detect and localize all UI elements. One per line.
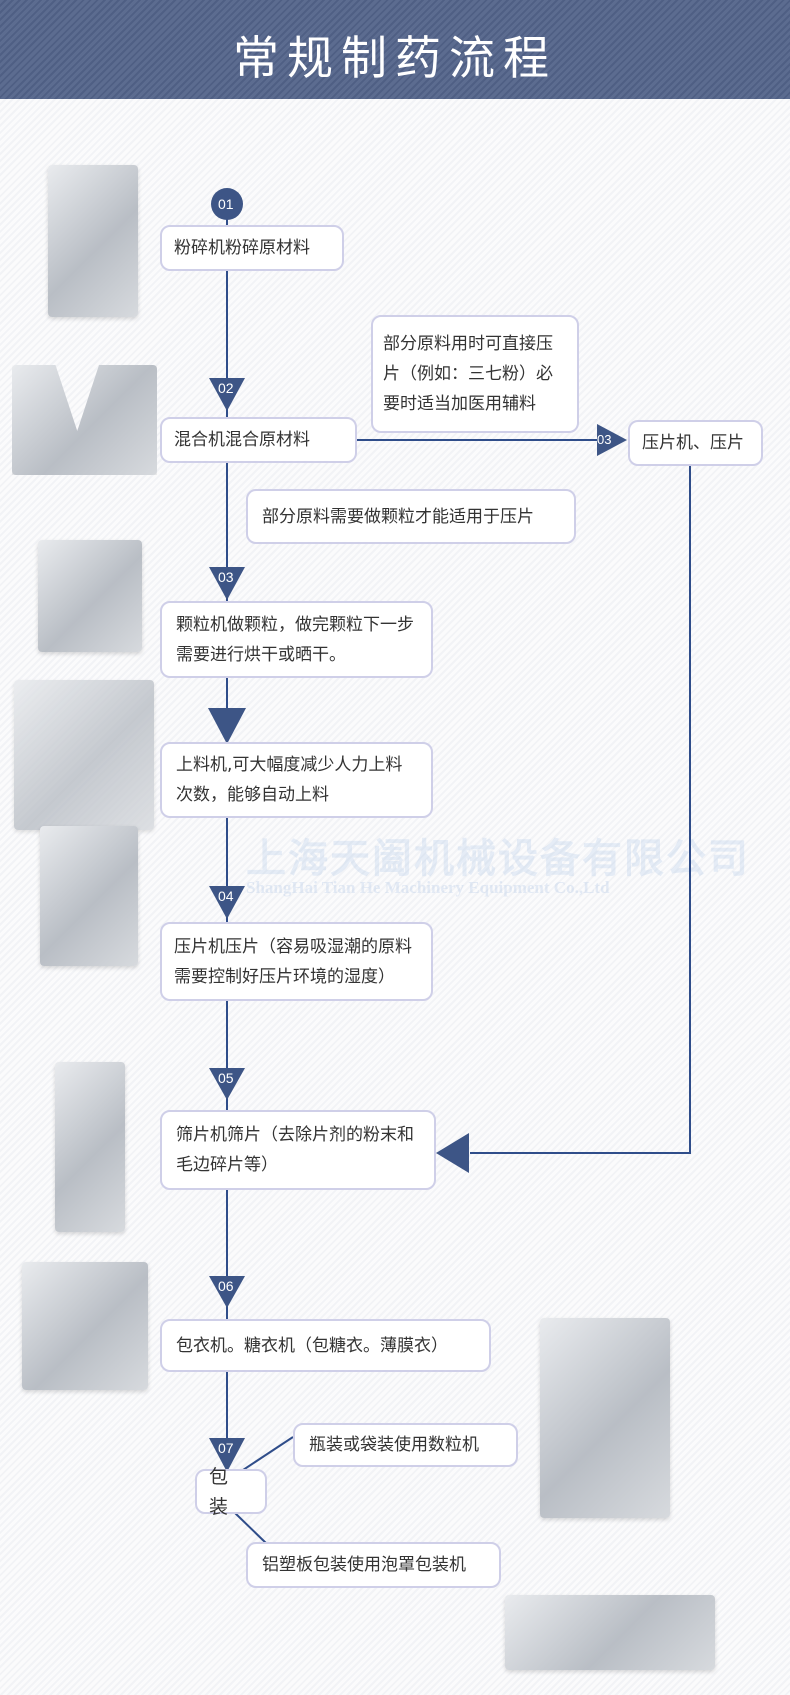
- branch-text: 压片机、压片: [642, 433, 744, 453]
- header-banner: 常规制药流程: [0, 0, 790, 99]
- step-marker-feeder: [208, 708, 246, 744]
- step-text: 粉碎机粉碎原材料: [174, 238, 310, 258]
- step-marker-04: [209, 886, 245, 919]
- step-box-press: 压片机压片（容易吸湿潮的原料需要控制好压片环境的湿度）: [160, 922, 433, 1001]
- bottle-connector: [239, 1436, 294, 1473]
- step-text: 包衣机。糖衣机（包糖衣。薄膜衣）: [176, 1335, 448, 1356]
- note-bottle-packaging: 瓶装或袋装使用数粒机: [293, 1423, 518, 1467]
- blister-connector: [234, 1512, 269, 1546]
- note-text: 部分原料需要做颗粒才能适用于压片: [262, 506, 534, 527]
- note-direct-press: 部分原料用时可直接压片（例如：三七粉）必要时适当加医用辅料: [371, 315, 579, 433]
- step-number-03: 03: [218, 569, 234, 585]
- step-box-granulate: 颗粒机做颗粒，做完颗粒下一步需要进行烘干或晒干。: [160, 601, 433, 678]
- step-marker-01: [211, 188, 243, 220]
- note-text: 部分原料用时可直接压片（例如：三七粉）必要时适当加医用辅料: [383, 334, 553, 414]
- step-number-05: 05: [218, 1070, 234, 1086]
- page-title: 常规制药流程: [233, 31, 557, 85]
- note-blister-packaging: 铝塑板包装使用泡罩包装机: [246, 1542, 501, 1588]
- step-marker-03: [209, 567, 245, 600]
- note-text: 铝塑板包装使用泡罩包装机: [262, 1555, 466, 1575]
- return-line: [470, 465, 691, 1154]
- watermark-company-en: ShangHai Tian He Machinery Equipment Co.…: [246, 878, 610, 897]
- counting-machine-image: [540, 1318, 670, 1518]
- step-number-02: 02: [218, 380, 234, 396]
- step-box-mix: 混合机混合原材料: [160, 417, 357, 463]
- feeder-machine-image: [14, 680, 154, 830]
- step-box-crush: 粉碎机粉碎原材料: [160, 225, 344, 271]
- granulator-machine-image: [38, 540, 142, 652]
- blister-machine-image: [505, 1595, 715, 1670]
- coating-machine-image: [22, 1262, 148, 1390]
- step-text: 包 装: [209, 1465, 229, 1518]
- step-text: 筛片机筛片（去除片剂的粉末和毛边碎片等）: [176, 1125, 414, 1175]
- crusher-machine-image: [48, 165, 138, 317]
- step-number-01: 01: [218, 196, 234, 212]
- branch-box-press: 压片机、压片: [628, 420, 763, 466]
- step-text: 上料机,可大幅度减少人力上料次数，能够自动上料: [176, 755, 403, 805]
- step-box-feeder: 上料机,可大幅度减少人力上料次数，能够自动上料: [160, 742, 433, 818]
- step-number-04: 04: [218, 888, 234, 904]
- step-number-07: 07: [218, 1440, 234, 1456]
- return-arrow: [436, 1133, 469, 1173]
- step-text: 压片机压片（容易吸湿潮的原料需要控制好压片环境的湿度）: [174, 936, 412, 987]
- tablet-press-image: [40, 826, 138, 966]
- step-box-packaging: 包 装: [195, 1466, 267, 1518]
- step-marker-02: [209, 378, 245, 411]
- branch-marker-03: [597, 424, 627, 456]
- step-box-coating: 包衣机。糖衣机（包糖衣。薄膜衣）: [160, 1319, 491, 1372]
- note-granulate: 部分原料需要做颗粒才能适用于压片: [246, 489, 576, 544]
- note-text: 瓶装或袋装使用数粒机: [309, 1435, 479, 1455]
- step-marker-07: [209, 1438, 245, 1472]
- step-number-06: 06: [218, 1278, 234, 1294]
- sieve-machine-image: [55, 1062, 125, 1232]
- step-marker-05: [209, 1068, 245, 1100]
- branch-number-03: 03: [597, 432, 612, 447]
- watermark-company-cn: 上海天阖机械设备有限公司: [246, 836, 750, 882]
- step-marker-06: [209, 1276, 245, 1308]
- step-text: 混合机混合原材料: [174, 430, 310, 450]
- step-text: 颗粒机做颗粒，做完颗粒下一步需要进行烘干或晒干。: [176, 614, 414, 665]
- step-box-sieve: 筛片机筛片（去除片剂的粉末和毛边碎片等）: [160, 1110, 436, 1190]
